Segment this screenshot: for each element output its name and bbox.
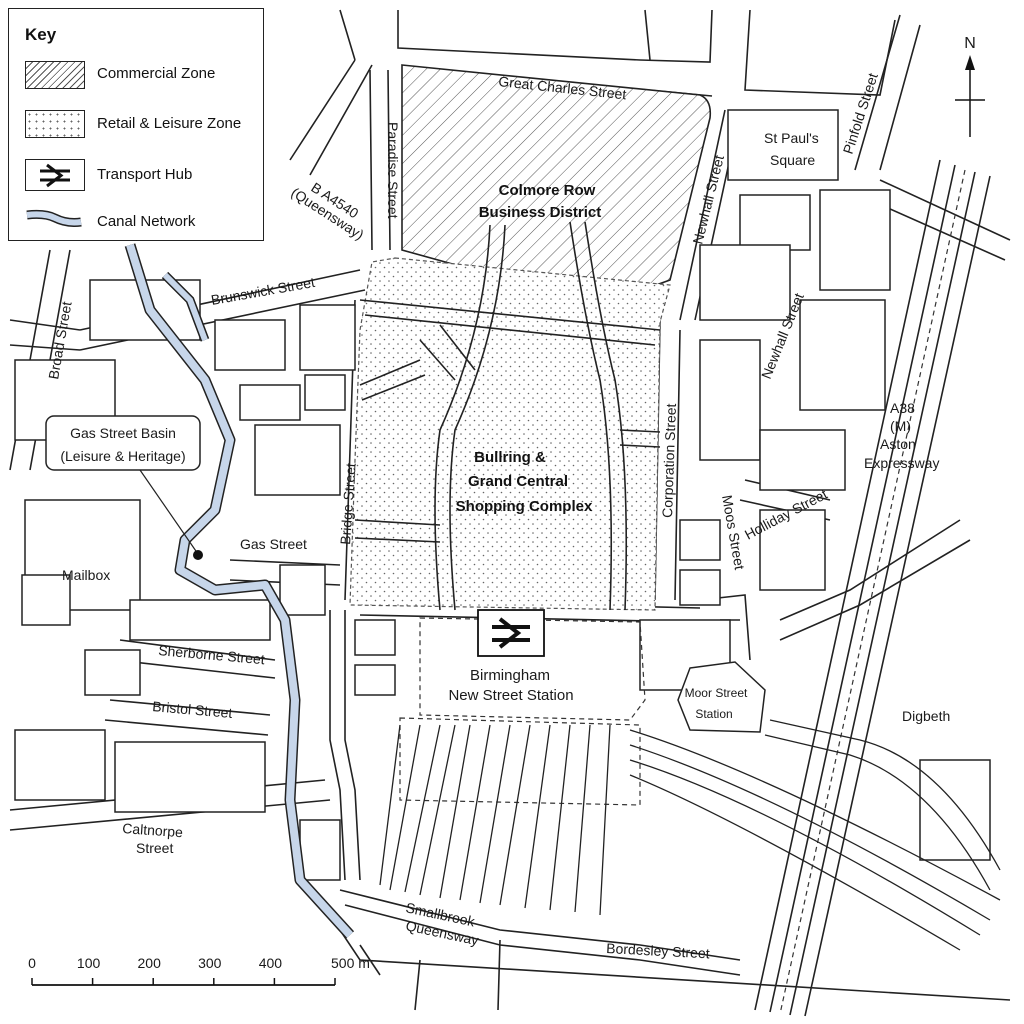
label-calthorpe-1: Caltnorpe xyxy=(122,820,184,840)
key-commercial-label: Commercial Zone xyxy=(97,65,216,82)
label-st-pauls-2: Square xyxy=(770,152,815,168)
label-a38-4: Expressway xyxy=(864,455,939,471)
label-bridge-street: Bridge Street xyxy=(337,462,359,545)
scale-label: 200 xyxy=(138,955,162,971)
key-canal-swatch xyxy=(25,209,83,227)
transport-hub-icon xyxy=(477,609,545,657)
moor-street-station xyxy=(677,661,766,733)
label-colmore-1: Colmore Row xyxy=(499,182,596,199)
key-canal-label: Canal Network xyxy=(97,213,196,230)
label-a38-1: A38 xyxy=(890,400,915,416)
scale-bar: 0 100 200 300 400 500 m xyxy=(28,955,370,986)
new-street-station xyxy=(379,617,1001,951)
transport-hub-icon xyxy=(40,163,70,188)
label-gas-basin-1: Gas Street Basin xyxy=(70,425,176,441)
map-labels: Great Charles Street Pinfold Street St P… xyxy=(45,71,950,961)
road-network xyxy=(9,9,1011,1011)
key-commercial-swatch xyxy=(25,61,85,89)
label-bristol-street: Bristol Street xyxy=(152,698,233,721)
key-transport-swatch xyxy=(25,159,85,191)
scale-label: 100 xyxy=(77,955,101,971)
label-moor-street-2: Station xyxy=(695,707,732,721)
label-colmore-2: Business District xyxy=(479,204,602,221)
label-digbeth: Digbeth xyxy=(902,708,950,724)
key-title: Key xyxy=(25,25,57,44)
scale-label: 300 xyxy=(198,955,222,971)
aston-expressway xyxy=(754,159,991,1017)
key-retail-label: Retail & Leisure Zone xyxy=(97,115,242,132)
north-label: N xyxy=(964,35,976,52)
scale-label: 0 xyxy=(28,955,36,971)
label-a38-2: (M) xyxy=(890,418,911,434)
label-bordesley-street: Bordesley Street xyxy=(606,940,710,961)
label-new-street-1: Birmingham xyxy=(470,667,550,684)
gas-street-basin-callout: Gas Street Basin (Leisure & Heritage) xyxy=(45,415,203,560)
label-new-street-2: New Street Station xyxy=(448,687,573,704)
label-corporation-street: Corporation Street xyxy=(659,403,679,518)
city-blocks xyxy=(14,109,991,881)
retail-zone xyxy=(349,221,671,611)
label-mailbox: Mailbox xyxy=(62,567,110,583)
key-transport-label: Transport Hub xyxy=(97,166,193,183)
north-arrow: N xyxy=(955,35,985,137)
label-gas-basin-2: (Leisure & Heritage) xyxy=(60,448,185,464)
label-moor-street-1: Moor Street xyxy=(685,686,748,700)
label-a38-3: Aston xyxy=(880,436,916,452)
label-pinfold-street: Pinfold Street xyxy=(840,71,881,156)
key-retail-swatch xyxy=(25,110,85,138)
label-gas-street: Gas Street xyxy=(240,536,307,552)
label-bullring-2: Grand Central xyxy=(468,473,568,490)
canal-icon xyxy=(26,209,82,227)
scale-label: 500 m xyxy=(331,955,370,971)
label-sherborne-street: Sherborne Street xyxy=(158,642,266,667)
label-paradise-street: Paradise Street xyxy=(385,122,401,219)
label-bullring-1: Bullring & xyxy=(474,449,546,466)
label-st-pauls-1: St Paul's xyxy=(764,130,819,146)
label-calthorpe-2: Street xyxy=(136,840,173,856)
gas-basin-marker xyxy=(193,550,203,560)
scale-label: 400 xyxy=(259,955,283,971)
map-key: Key Commercial Zone Retail & Leisure Zon… xyxy=(8,8,264,241)
label-bullring-3: Shopping Complex xyxy=(456,498,593,515)
